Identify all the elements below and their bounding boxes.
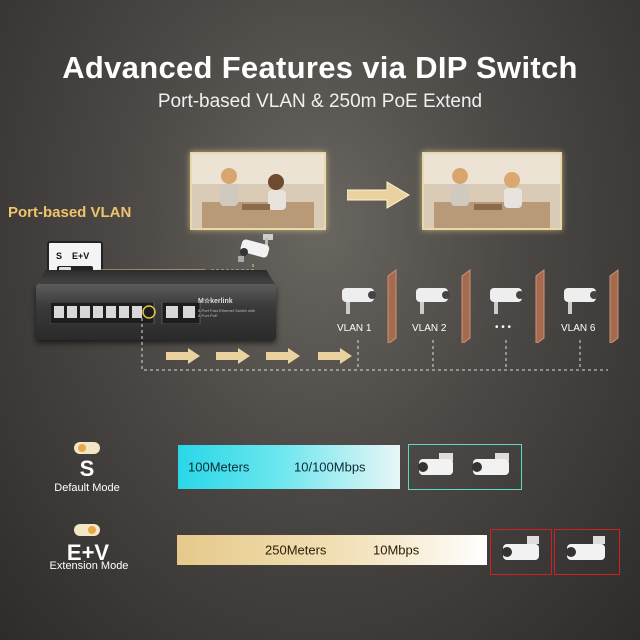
page-title: Advanced Features via DIP Switch — [62, 50, 578, 85]
arrow-right-icon — [346, 180, 411, 215]
ev-toggle-icon — [74, 524, 100, 536]
page-subtitle: Port-based VLAN & 250m PoE Extend — [157, 91, 483, 112]
extension-mode-caption: Extension Mode — [49, 560, 129, 572]
vlan-label-6: VLAN 6 — [561, 323, 596, 334]
dip-ev-label: E+V — [72, 251, 90, 261]
camera-pair-icon — [418, 453, 509, 475]
photo-children-left — [190, 152, 326, 230]
network-switch — [36, 284, 276, 340]
switch-brand-label: M☆kerlink — [198, 298, 233, 305]
port-based-vlan-label: Port-based VLAN — [8, 204, 132, 221]
dip-s-label: S — [56, 251, 63, 261]
camera-icon — [502, 536, 539, 560]
default-mode-caption: Default Mode — [54, 482, 120, 494]
vlan-connection-lines — [138, 318, 608, 383]
security-camera-icon — [235, 234, 275, 269]
extension-speed: 10Mbps — [373, 542, 420, 558]
s-toggle-icon — [74, 442, 100, 454]
extension-mode-name: E+V — [66, 540, 110, 565]
switch-model-label: 8-Port Fast Ethernet Switch with 8-Port … — [198, 308, 256, 318]
ethernet-ports-icon — [50, 302, 201, 324]
default-mode-bar: 100Meters 10/100Mbps — [178, 445, 400, 489]
default-cameras-frame — [408, 444, 522, 490]
photo-children-right — [422, 152, 562, 230]
default-mode-name: S — [79, 456, 95, 481]
camera-icon — [566, 536, 605, 560]
extension-mode-bar: 250Meters 10Mbps — [177, 535, 487, 565]
vlan-cameras — [330, 268, 620, 348]
default-distance: 100Meters — [188, 459, 250, 475]
extension-distance: 250Meters — [265, 542, 327, 558]
switch-top-panel — [36, 270, 276, 286]
extension-camera-frame-1 — [490, 529, 552, 575]
flow-arrow-icon — [166, 348, 366, 369]
extension-camera-frame-2 — [554, 529, 620, 575]
default-speed: 10/100Mbps — [294, 459, 366, 475]
vlan-label-1: VLAN 1 — [337, 323, 372, 334]
vlan-label-2: VLAN 2 — [412, 323, 447, 334]
vlan-label-ellipsis: • • • — [495, 322, 512, 333]
